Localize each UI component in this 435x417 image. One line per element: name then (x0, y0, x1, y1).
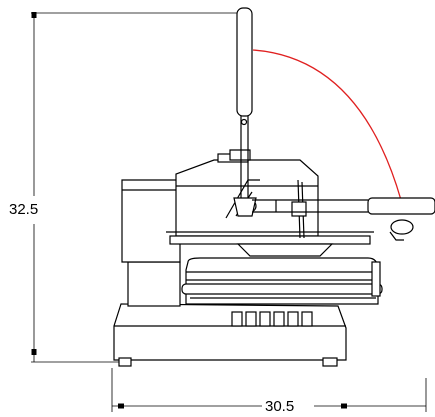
press-base (113, 303, 347, 367)
width-dimension-label: 30.5 (265, 398, 294, 415)
width-arrow-right (341, 403, 347, 409)
platen-rim-edge (371, 261, 381, 297)
vertical-handle (233, 7, 257, 217)
platen-rim (181, 283, 383, 295)
base-foot-left (118, 357, 132, 367)
height-arrow-bottom (31, 349, 37, 355)
press-head (166, 149, 374, 257)
linkage-block (291, 201, 307, 217)
handle-grip (236, 7, 253, 117)
column-lower (127, 261, 181, 307)
platen-supports (231, 311, 313, 327)
lower-platen (181, 257, 383, 305)
platen-tray (185, 257, 379, 305)
base-foot-right (322, 357, 338, 367)
height-arrow-top (31, 12, 37, 18)
width-arrow-left (118, 403, 124, 409)
height-dimension: 32.5 (9, 12, 248, 363)
latch-knob (390, 219, 414, 235)
horizontal-handle (252, 197, 435, 241)
handle-swing-arc (252, 49, 402, 201)
height-dimension-label: 32.5 (9, 201, 38, 218)
head-pressing-plate (236, 243, 334, 257)
handle-grip-horizontal (367, 197, 435, 215)
head-plate (169, 235, 371, 245)
width-dimension: 30.5 (111, 368, 427, 415)
